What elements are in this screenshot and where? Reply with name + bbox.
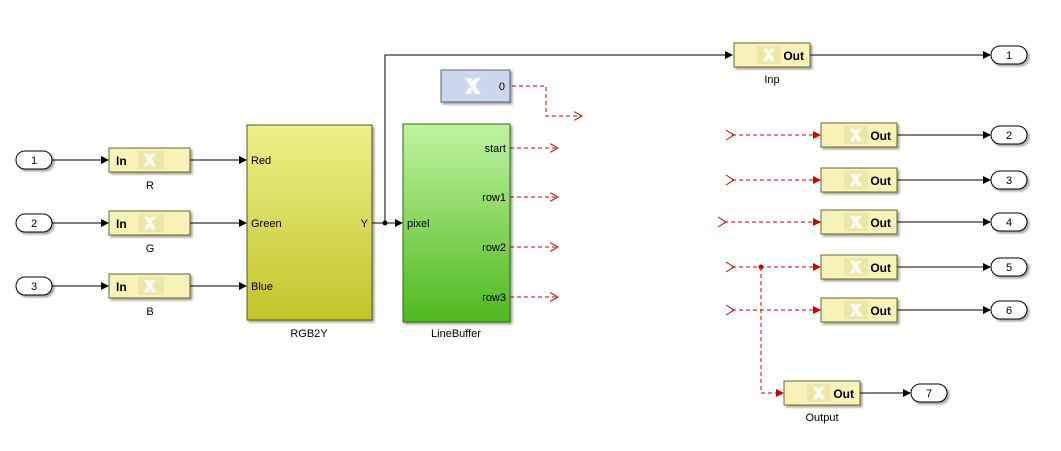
inport-3[interactable]: 3 [15,276,53,296]
linebuffer-output-row3: row3 [482,292,506,304]
gateway-out-inp[interactable]: Out Inp [733,42,811,86]
outport-7[interactable]: 7 [910,383,948,403]
gateway-in-G[interactable]: In G [108,210,191,255]
outport-4-number: 4 [1006,217,1012,229]
outport-3-number: 3 [1006,175,1012,187]
constant-block[interactable]: 0 [440,69,511,103]
inport-1[interactable]: 1 [15,150,53,170]
gateway-in-G-label: G [146,243,155,255]
outport-5[interactable]: 5 [990,257,1028,277]
unconnected-lines [510,85,821,397]
rgb2y-input-red: Red [251,155,271,167]
gateway-out-2[interactable]: Out [820,122,898,148]
gateway-in-R-label: R [146,180,154,192]
gateway-out-2-text: Out [870,129,891,143]
linebuffer-label: LineBuffer [431,328,481,340]
gateway-out-4[interactable]: Out [820,209,898,235]
rgb2y-input-green: Green [251,218,282,230]
outport-3[interactable]: 3 [990,170,1028,190]
outport-1[interactable]: 1 [990,45,1028,65]
gateway-out-5-text: Out [870,261,891,275]
branch-point-red [758,264,764,270]
linebuffer-input-pixel: pixel [407,218,430,230]
inport-2-number: 2 [31,218,37,230]
wire-Y-to-Inp[interactable] [384,51,733,223]
linebuffer-block[interactable]: pixel start row1 row2 row3 LineBuffer [402,123,511,340]
unconnected-branch-to-output[interactable] [760,267,784,397]
gateway-out-inp-text: Out [783,49,804,63]
gateway-out-6-text: Out [870,304,891,318]
signal-lines [52,51,991,397]
outport-6[interactable]: 6 [990,300,1028,320]
gateway-out-6[interactable]: Out [820,297,898,323]
gateway-in-B[interactable]: In B [108,273,191,318]
outport-2[interactable]: 2 [990,125,1028,145]
gateway-out-output-text: Out [833,387,854,401]
rgb2y-output-y: Y [361,218,369,230]
outport-2-number: 2 [1006,130,1012,142]
gateway-in-R[interactable]: In R [108,147,191,192]
gateway-out-output[interactable]: Out Output [783,380,861,424]
linebuffer-output-row2: row2 [482,242,506,254]
linebuffer-output-row1: row1 [482,192,506,204]
constant-value: 0 [499,81,505,93]
outport-4[interactable]: 4 [990,212,1028,232]
gateway-out-3[interactable]: Out [820,167,898,193]
inport-1-number: 1 [31,155,37,167]
gateway-out-4-text: Out [870,216,891,230]
gateway-in-G-text: In [116,217,127,231]
gateway-in-R-text: In [116,154,127,168]
rgb2y-input-blue: Blue [251,281,273,293]
rgb2y-label: RGB2Y [290,328,328,340]
gateway-in-B-text: In [116,280,127,294]
gateway-in-B-label: B [146,306,153,318]
linebuffer-output-start: start [485,143,506,155]
unconnected-constant-out[interactable] [512,85,582,116]
inport-3-number: 3 [31,281,37,293]
inport-2[interactable]: 2 [15,213,53,233]
gateway-out-3-text: Out [870,174,891,188]
outport-1-number: 1 [1006,50,1012,62]
gateway-out-output-label: Output [805,412,838,424]
gateway-out-5[interactable]: Out [820,254,898,280]
outport-7-number: 7 [926,388,932,400]
rgb2y-block[interactable]: Red Green Blue Y RGB2Y [246,124,373,340]
outport-6-number: 6 [1006,305,1012,317]
outport-5-number: 5 [1006,262,1012,274]
gateway-out-inp-label: Inp [764,74,779,86]
